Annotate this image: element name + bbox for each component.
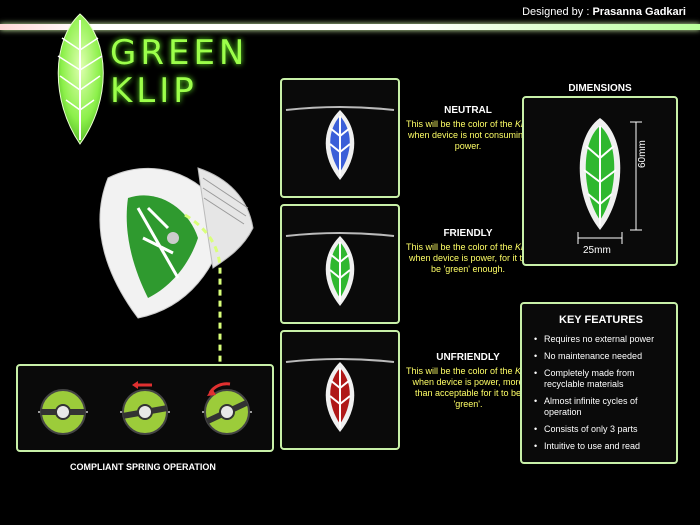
feature-item: Requires no external power: [534, 334, 668, 345]
feature-item: Intuitive to use and read: [534, 441, 668, 452]
state-panel-unfriendly: [280, 330, 400, 450]
spring-operation-panel: [16, 364, 274, 452]
unfriendly-leaf-icon: [285, 358, 395, 432]
spring-operation-caption: COMPLIANT SPRING OPERATION: [70, 462, 216, 472]
key-features-title: KEY FEATURES: [559, 314, 643, 326]
key-features-list: Requires no external power No maintenanc…: [534, 334, 668, 452]
designed-by-label: Designed by :: [522, 6, 590, 18]
product-render-illustration: [99, 167, 254, 319]
feature-item: Almost infinite cycles of operation: [534, 396, 668, 418]
height-label: 60mm: [637, 140, 648, 168]
feature-item: Completely made from recyclable material…: [534, 368, 668, 390]
state-desc-unfriendly: This will be the color of the Klip when …: [405, 366, 530, 409]
state-panel-neutral: [280, 78, 400, 198]
neutral-leaf-icon: [285, 106, 395, 180]
feature-item: No maintenance needed: [534, 351, 668, 362]
brand-title-line1: GREEN: [110, 33, 249, 73]
top-accent-bar: [0, 24, 700, 30]
state-desc-neutral: This will be the color of the Klip when …: [405, 119, 530, 151]
state-title-friendly: FRIENDLY: [443, 228, 493, 239]
state-title-unfriendly: UNFRIENDLY: [436, 352, 500, 363]
dashed-connector: [184, 213, 222, 365]
spring-diagrams: [38, 381, 252, 435]
key-features-panel: KEY FEATURES Requires no external power …: [520, 302, 678, 464]
state-desc-friendly: This will be the color of the Klip when …: [405, 242, 530, 274]
state-panel-friendly: [280, 204, 400, 324]
designer-credit: Designed by : Prasanna Gadkari: [522, 6, 686, 18]
dimensions-panel: [522, 96, 678, 266]
spring-state-2: [120, 381, 170, 435]
dimension-leaf-icon: [577, 118, 642, 244]
state-title-neutral: NEUTRAL: [444, 105, 492, 116]
state-text-unfriendly: UNFRIENDLY This will be the color of the…: [403, 352, 533, 410]
feature-item: Consists of only 3 parts: [534, 424, 668, 435]
spring-state-1: [38, 389, 88, 435]
state-text-neutral: NEUTRAL This will be the color of the Kl…: [403, 105, 533, 152]
brand-title-line2: KLIP: [110, 71, 198, 111]
logo-leaf-icon: [57, 13, 104, 145]
spring-state-3: [202, 382, 252, 435]
width-label: 25mm: [583, 245, 611, 256]
friendly-leaf-icon: [285, 232, 395, 306]
state-text-friendly: FRIENDLY This will be the color of the K…: [403, 228, 533, 275]
dimensions-title: DIMENSIONS: [568, 83, 632, 94]
designer-name: Prasanna Gadkari: [592, 6, 686, 18]
